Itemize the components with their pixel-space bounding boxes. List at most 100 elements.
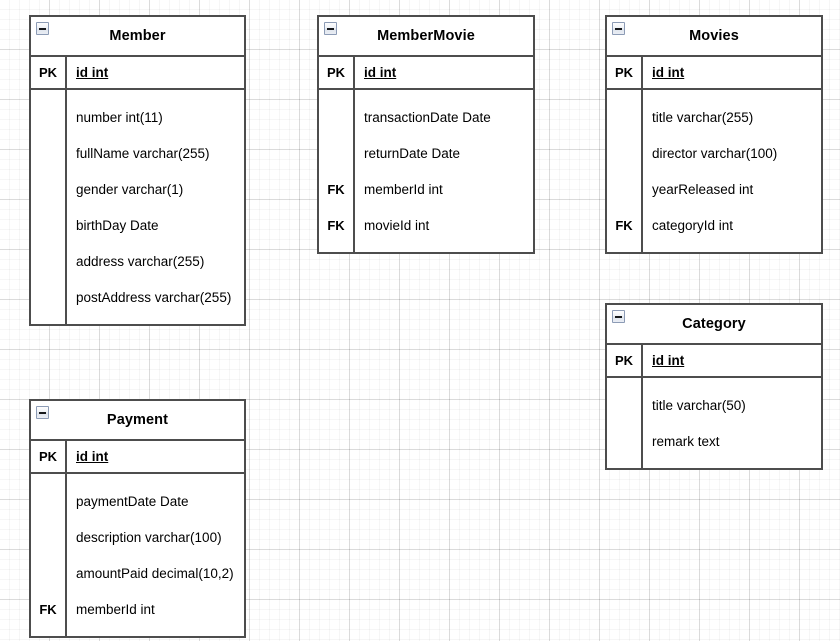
entity-payment[interactable]: Payment PK id int paymentDate Date descr… [29, 399, 246, 638]
table-row[interactable]: amountPaid decimal(10,2) [31, 555, 244, 591]
column-name: categoryId int [652, 217, 734, 233]
name-column-spacer [355, 243, 533, 252]
table-row[interactable]: description varchar(100) [31, 519, 244, 555]
table-row[interactable]: fullName varchar(255) [31, 135, 244, 171]
key-label [607, 135, 643, 171]
table-row[interactable]: postAddress varchar(255) [31, 279, 244, 315]
key-column-spacer [607, 90, 643, 99]
entity-title: Movies [689, 27, 739, 44]
column-name: title varchar(255) [652, 109, 754, 125]
key-label [607, 423, 643, 459]
table-row[interactable]: transactionDate Date [319, 99, 533, 135]
entity-title: Category [682, 315, 746, 332]
minus-icon[interactable] [324, 22, 337, 35]
name-column-spacer [643, 378, 821, 387]
key-label [607, 171, 643, 207]
key-label [31, 279, 67, 315]
entity-title-row[interactable]: MemberMovie [319, 17, 533, 57]
row-spacer [607, 378, 821, 387]
table-row[interactable]: address varchar(255) [31, 243, 244, 279]
table-row[interactable]: director varchar(100) [607, 135, 821, 171]
row-spacer [319, 243, 533, 252]
entity-title-row[interactable]: Payment [31, 401, 244, 441]
key-label: PK [607, 345, 643, 376]
key-label: PK [607, 57, 643, 88]
row-spacer [319, 90, 533, 99]
key-label [31, 99, 67, 135]
table-row[interactable]: title varchar(255) [607, 99, 821, 135]
key-label [31, 519, 67, 555]
key-label [607, 99, 643, 135]
key-label [31, 135, 67, 171]
column-name: id int [652, 65, 685, 80]
key-column-spacer [31, 627, 67, 636]
table-row[interactable]: FK movieId int [319, 207, 533, 243]
table-row[interactable]: PK id int [607, 57, 821, 90]
minus-icon[interactable] [36, 22, 49, 35]
key-column-spacer [607, 243, 643, 252]
entity-columns: PK id int paymentDate Date description v… [31, 441, 244, 636]
key-label [31, 171, 67, 207]
minus-glyph [39, 27, 46, 30]
key-label: FK [607, 207, 643, 243]
table-row[interactable]: yearReleased int [607, 171, 821, 207]
entity-title-row[interactable]: Category [607, 305, 821, 345]
table-row[interactable]: title varchar(50) [607, 387, 821, 423]
name-column-spacer [643, 459, 821, 468]
minus-glyph [615, 315, 622, 318]
row-spacer [31, 474, 244, 483]
entity-title-row[interactable]: Member [31, 17, 244, 57]
name-column-spacer [67, 315, 244, 324]
name-column-spacer [67, 474, 244, 483]
column-name: remark text [652, 433, 720, 449]
table-row[interactable]: FK categoryId int [607, 207, 821, 243]
table-row[interactable]: PK id int [31, 441, 244, 474]
key-label [31, 555, 67, 591]
key-column-spacer [319, 243, 355, 252]
name-column-spacer [643, 90, 821, 99]
entity-title: Payment [106, 411, 169, 428]
column-name: yearReleased int [652, 181, 754, 197]
minus-icon[interactable] [612, 22, 625, 35]
table-row[interactable]: PK id int [607, 345, 821, 378]
table-row[interactable]: remark text [607, 423, 821, 459]
entity-movies[interactable]: Movies PK id int title varchar(255) dire… [605, 15, 823, 254]
key-label [31, 207, 67, 243]
column-name: id int [76, 449, 109, 464]
key-label [31, 243, 67, 279]
minus-icon[interactable] [36, 406, 49, 419]
table-row[interactable]: PK id int [31, 57, 244, 90]
name-column-spacer [67, 90, 244, 99]
entity-columns: PK id int transactionDate Date returnDat… [319, 57, 533, 252]
minus-glyph [39, 411, 46, 414]
key-column-spacer [31, 474, 67, 483]
table-row[interactable]: birthDay Date [31, 207, 244, 243]
table-row[interactable]: paymentDate Date [31, 483, 244, 519]
table-row[interactable]: returnDate Date [319, 135, 533, 171]
minus-icon[interactable] [612, 310, 625, 323]
key-label [31, 483, 67, 519]
column-name: fullName varchar(255) [76, 145, 210, 161]
entity-membermovie[interactable]: MemberMovie PK id int transactionDate Da… [317, 15, 535, 254]
key-column-spacer [31, 90, 67, 99]
table-row[interactable]: PK id int [319, 57, 533, 90]
column-name: birthDay Date [76, 217, 159, 233]
key-label: FK [319, 207, 355, 243]
row-spacer [607, 90, 821, 99]
key-label: PK [31, 441, 67, 472]
column-name: id int [364, 65, 397, 80]
entity-title: MemberMovie [377, 27, 475, 44]
table-row[interactable]: number int(11) [31, 99, 244, 135]
column-name: transactionDate Date [364, 109, 491, 125]
column-name: memberId int [364, 181, 443, 197]
entity-title-row[interactable]: Movies [607, 17, 821, 57]
entity-category[interactable]: Category PK id int title varchar(50) rem… [605, 303, 823, 470]
column-name: description varchar(100) [76, 529, 222, 545]
table-row[interactable]: FK memberId int [319, 171, 533, 207]
table-row[interactable]: FK memberId int [31, 591, 244, 627]
column-name: postAddress varchar(255) [76, 289, 232, 305]
key-column-spacer [607, 459, 643, 468]
table-row[interactable]: gender varchar(1) [31, 171, 244, 207]
entity-member[interactable]: Member PK id int number int(11) fullName… [29, 15, 246, 326]
